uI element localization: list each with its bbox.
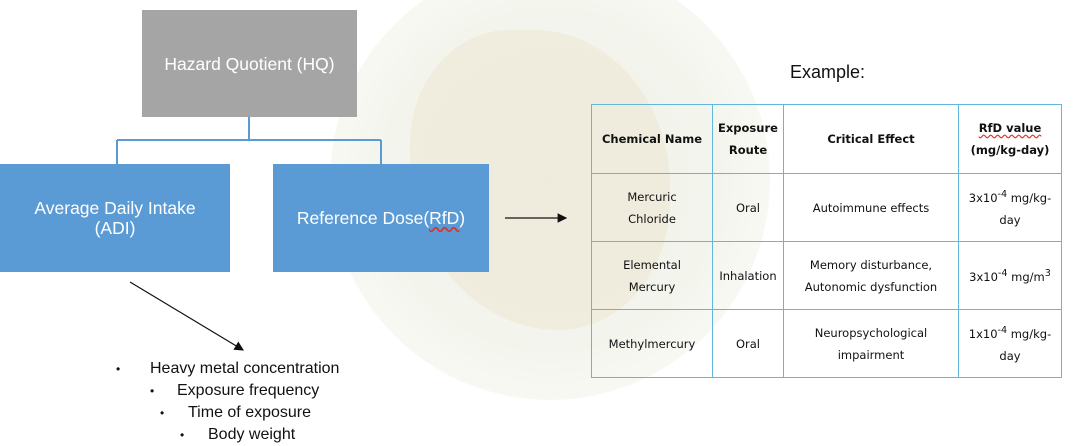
header-exposure-route-line2: Route xyxy=(728,143,768,157)
cell-text: Autoimmune effects xyxy=(812,200,930,215)
cell-text: 3x10-4 mg/kg- xyxy=(962,184,1058,209)
rfd-example-table: Chemical Name Exposure Route Critical Ef… xyxy=(591,104,1062,378)
rfd-unit: mg/kg- xyxy=(1007,190,1052,205)
rfd-unit-exponent: 3 xyxy=(1044,268,1051,280)
cell-text: day xyxy=(999,348,1021,363)
cell-critical-effect: Neuropsychological impairment xyxy=(783,309,959,378)
cell-text: Mercury xyxy=(628,279,676,294)
cell-chemical-name: Elemental Mercury xyxy=(591,241,713,310)
rfd-label-prefix: Reference Dose( xyxy=(296,208,430,228)
cell-text: day xyxy=(999,212,1021,227)
cell-text: 1x10-4 mg/kg- xyxy=(962,320,1058,345)
rfd-exponent: -4 xyxy=(997,268,1008,280)
cell-exposure-route: Inhalation xyxy=(712,241,784,310)
cell-text: Autonomic dysfunction xyxy=(804,279,938,294)
list-item: • Body weight xyxy=(110,424,339,446)
header-chemical-name: Chemical Name xyxy=(591,104,713,174)
rfd-label-abbr: RfD xyxy=(429,208,460,228)
cell-chemical-name: Methylmercury xyxy=(591,309,713,378)
list-item-label: Time of exposure xyxy=(188,404,312,421)
hazard-quotient-box: Hazard Quotient (HQ) xyxy=(142,10,357,117)
cell-chemical-name: Mercuric Chloride xyxy=(591,173,713,242)
cell-text: impairment xyxy=(837,347,905,362)
cell-rfd-value: 1x10-4 mg/kg- day xyxy=(958,309,1062,378)
cell-critical-effect: Autoimmune effects xyxy=(783,173,959,242)
header-exposure-route: Exposure Route xyxy=(712,104,784,174)
cell-text: Mercuric xyxy=(627,189,677,204)
table-row: Methylmercury Oral Neuropsychological im… xyxy=(591,309,1062,378)
example-title: Example: xyxy=(790,62,866,82)
rfd-exponent: -4 xyxy=(997,189,1008,201)
rfd-label-suffix: ) xyxy=(459,208,466,228)
cell-text: Neuropsychological xyxy=(814,325,928,340)
header-exposure-route-line1: Exposure xyxy=(718,121,778,135)
table-row: Mercuric Chloride Oral Autoimmune effect… xyxy=(591,173,1062,242)
hq-branch-connector xyxy=(116,117,382,164)
hazard-quotient-label: Hazard Quotient (HQ) xyxy=(164,53,335,74)
cell-exposure-route: Oral xyxy=(712,173,784,242)
table-row: Elemental Mercury Inhalation Memory dist… xyxy=(591,241,1062,310)
cell-text: Methylmercury xyxy=(608,336,696,351)
cell-text: Chloride xyxy=(628,211,676,226)
cell-rfd-value: 3x10-4 mg/m3 xyxy=(958,241,1062,310)
header-critical-effect: Critical Effect xyxy=(783,104,959,174)
adi-label-line1: Average Daily Intake xyxy=(34,198,196,218)
header-rfd-value: RfD value (mg/kg-day) xyxy=(958,104,1062,174)
cell-text: 3x10-4 mg/m3 xyxy=(962,263,1058,288)
list-item-label: Exposure frequency xyxy=(177,382,320,399)
cell-exposure-route: Oral xyxy=(712,309,784,378)
rfd-base: 3x10 xyxy=(968,190,998,205)
adi-factors-list: • Heavy metal concentration • Exposure fre… xyxy=(110,358,339,446)
list-item-label: Heavy metal concentration xyxy=(150,360,340,377)
cell-critical-effect: Memory disturbance, Autonomic dysfunctio… xyxy=(783,241,959,310)
adi-to-factors-arrow xyxy=(129,281,245,351)
reference-dose-box: Reference Dose(RfD) xyxy=(273,164,489,272)
bullet-icon: • xyxy=(116,362,121,376)
rfd-base: 1x10 xyxy=(968,326,998,341)
cell-rfd-value: 3x10-4 mg/kg- day xyxy=(958,173,1062,242)
rfd-exponent: -4 xyxy=(997,325,1008,337)
header-rfd-value-line2: (mg/kg-day) xyxy=(970,143,1050,157)
list-item: • Time of exposure xyxy=(110,402,339,424)
bullet-icon: • xyxy=(150,384,155,398)
cell-text: Elemental xyxy=(623,257,681,272)
header-rfd-value-line1: RfD value xyxy=(978,121,1042,135)
list-item: • Exposure frequency xyxy=(110,380,339,402)
rfd-unit: mg/m xyxy=(1007,269,1045,284)
table-header-row: Chemical Name Exposure Route Critical Ef… xyxy=(591,104,1062,174)
bullet-icon: • xyxy=(160,406,165,420)
adi-label-line2: (ADI) xyxy=(94,218,136,238)
average-daily-intake-box: Average Daily Intake (ADI) xyxy=(0,164,230,272)
rfd-unit: mg/kg- xyxy=(1007,326,1052,341)
rfd-label: Reference Dose(RfD) xyxy=(297,208,465,228)
list-item-label: Body weight xyxy=(208,426,296,443)
rfd-base: 3x10 xyxy=(969,269,998,284)
bullet-icon: • xyxy=(180,428,185,442)
cell-text: Memory disturbance, xyxy=(809,257,933,272)
list-item: • Heavy metal concentration xyxy=(110,358,339,380)
